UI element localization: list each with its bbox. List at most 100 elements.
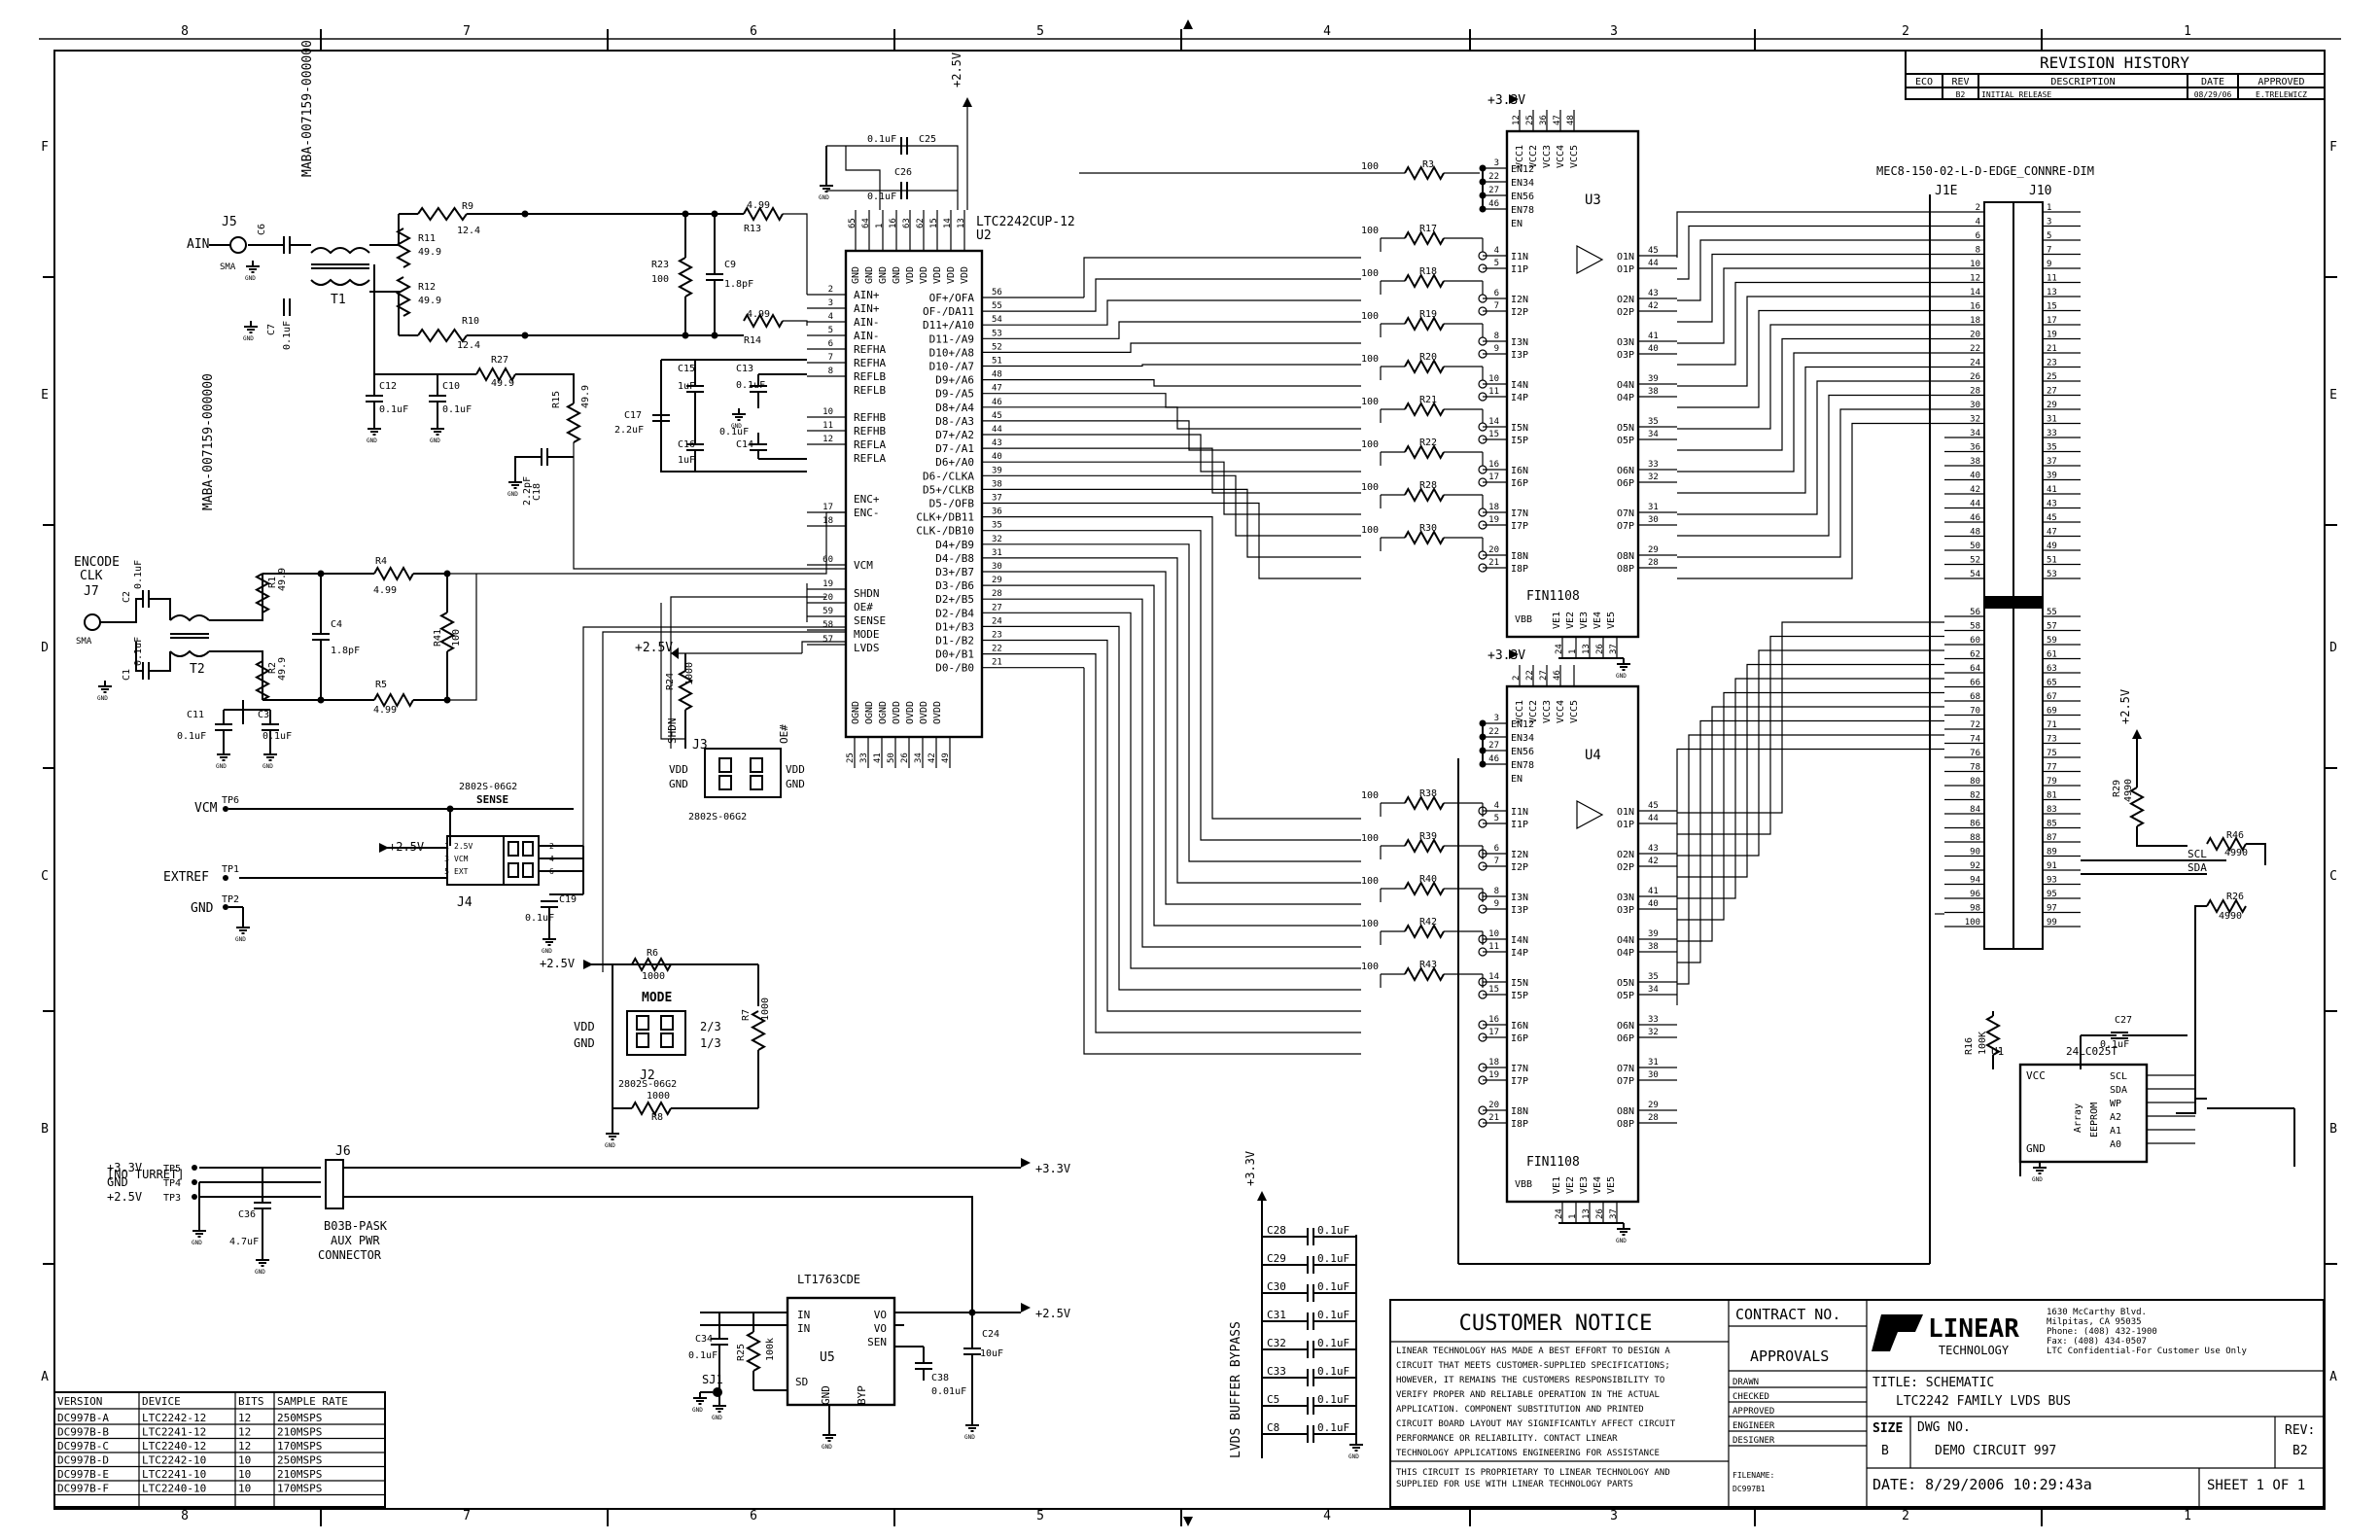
buffer-pin-number: 27: [1488, 741, 1499, 751]
column-marker-top: 6: [750, 24, 757, 39]
buffer-symbol: [1576, 799, 1604, 830]
tp1-label: TP1: [222, 864, 239, 875]
adc-top-pin: GND: [892, 266, 902, 284]
termination-resistor-ref: R43: [1419, 960, 1437, 970]
buffer-enable-pin: EN12: [1511, 164, 1534, 175]
rev-label: REV:: [2285, 1423, 2315, 1438]
cap-value: 10uF: [980, 1348, 1003, 1359]
adc-right-pin: D0+/B1: [935, 648, 974, 661]
company-address: Fax: (408) 434-0507: [2047, 1337, 2147, 1347]
buffer-input-pin: I8P: [1511, 1119, 1528, 1130]
adc-right-pin: D1+/B3: [935, 620, 974, 633]
customer-notice-text: PERFORMANCE OR RELIABILITY. CONTACT LINE…: [1396, 1434, 1618, 1444]
pin-terminal: [1478, 349, 1488, 359]
j2-ref: J2: [640, 1068, 655, 1083]
net-arrow: [1509, 649, 1519, 659]
pin-terminal: [1478, 990, 1488, 999]
cap-value: 0.1uF: [736, 380, 765, 391]
bypass-cap-ref: C28: [1267, 1224, 1286, 1237]
buffer-part-number: FIN1108: [1526, 589, 1580, 604]
adc-pin-number: 24: [992, 616, 1002, 626]
resistor-symbol: [438, 612, 456, 652]
connector-pin-right: 21: [2047, 344, 2057, 354]
connector-pin-right: 89: [2047, 848, 2057, 858]
buffer-input-pin: I5P: [1511, 991, 1528, 1001]
buffer-pin-number: 17: [1488, 472, 1499, 482]
cap-value: 0.1uF: [282, 321, 293, 350]
adc-left-pin: REFHB: [854, 411, 886, 424]
net-arrow: [1257, 1191, 1267, 1201]
buffer-input-pin: I4N: [1511, 380, 1528, 391]
ground-symbol-label: GND: [542, 948, 552, 955]
buffer-input-pin: I2P: [1511, 862, 1528, 873]
buffer-vcc-pin: VCC2: [1528, 145, 1539, 168]
adc-right-pin: D4+/B9: [935, 539, 974, 551]
adc-right-pin: D9+/A6: [935, 374, 974, 387]
bypass-cap-ref: C30: [1267, 1280, 1286, 1293]
cap-value: 4.7uF: [229, 1237, 259, 1247]
buffer-output-pin: O2P: [1617, 862, 1634, 873]
buffer-output-pin: O1P: [1617, 264, 1634, 275]
buffer-pin-number: 18: [1488, 1058, 1499, 1068]
buffer-pin-number: 15: [1488, 985, 1499, 995]
buffer-pin-number: 33: [1648, 1015, 1659, 1025]
revision-cell: B2: [1956, 90, 1966, 99]
sda-label: SDA: [2188, 861, 2207, 874]
buffer-output-pin: O3N: [1617, 892, 1634, 903]
resistor-ref: R25: [736, 1344, 747, 1361]
ground-symbol-label: GND: [367, 438, 377, 444]
resistor-ref: R46: [2226, 830, 2244, 841]
adc-pin-number: 12: [822, 435, 833, 444]
wire: [1083, 257, 1361, 298]
buffer-output-pin: O7N: [1617, 508, 1634, 519]
eeprom-array-label: Array: [2073, 1103, 2083, 1133]
adc-pin-number: 34: [914, 752, 924, 763]
resistor-symbol: [677, 670, 694, 711]
jumper-pin: [750, 775, 763, 790]
adc-pin-number: 11: [822, 421, 833, 431]
jumper-pin: [508, 841, 519, 857]
buffer-pin-number: 22: [1488, 727, 1499, 737]
connector-pin-left: 14: [1970, 288, 1980, 298]
resistor-symbol: [1404, 315, 1445, 332]
wire: [1084, 502, 1361, 579]
buffer-pin-number: 46: [1488, 199, 1499, 209]
buffer-input-pin: I8N: [1511, 1106, 1528, 1117]
buffer-input-pin: I4N: [1511, 935, 1528, 946]
revision-header: ECO: [1915, 77, 1933, 88]
cap-ref: C3: [258, 710, 269, 720]
connector-pin-left: 82: [1970, 791, 1980, 801]
adc-pin-number: 30: [992, 562, 1002, 572]
resistor-value: 4.99: [747, 309, 770, 320]
cap-value: 1.8pF: [724, 279, 753, 290]
resistor-ref: R6: [647, 948, 658, 959]
column-marker-top: 1: [2184, 24, 2191, 39]
j4-pin: 5: [444, 867, 449, 876]
wire: [1084, 447, 1361, 494]
header-part-number: 2802S-06G2: [459, 782, 517, 792]
wire: [2176, 905, 2207, 1114]
bypass-cap-value: 0.1uF: [1317, 1309, 1349, 1321]
resistor-value: 4.99: [373, 705, 397, 716]
approval-row: APPROVED: [1732, 1407, 1774, 1417]
version-cell: DC997B-A: [57, 1412, 109, 1424]
wire: [1676, 211, 1944, 258]
adc-right-pin: D10-/A7: [929, 361, 974, 373]
adc-pin-number: 51: [992, 357, 1002, 367]
connector-pin-left: 58: [1970, 622, 1980, 632]
buffer-pin-number: 24: [1555, 644, 1564, 654]
row-marker-right: B: [2329, 1122, 2337, 1137]
termination-resistor-ref: R22: [1419, 438, 1437, 448]
wire: [209, 574, 263, 621]
adc-pin-number: 21: [992, 658, 1002, 668]
buffer-output-pin: O1P: [1617, 820, 1634, 830]
j4-option: VCM: [454, 855, 469, 863]
wire: [1677, 678, 1944, 899]
buffer-ve-pin: VE1: [1552, 612, 1562, 629]
version-cell: 170MSPS: [277, 1440, 322, 1452]
adc-pin-number: 58: [822, 620, 833, 630]
buffer-input-pin: I1N: [1511, 807, 1528, 818]
connector-pin-left: 96: [1970, 890, 1980, 899]
buffer-output-pin: O8P: [1617, 564, 1634, 575]
resistor-value: 12.4: [457, 226, 480, 236]
